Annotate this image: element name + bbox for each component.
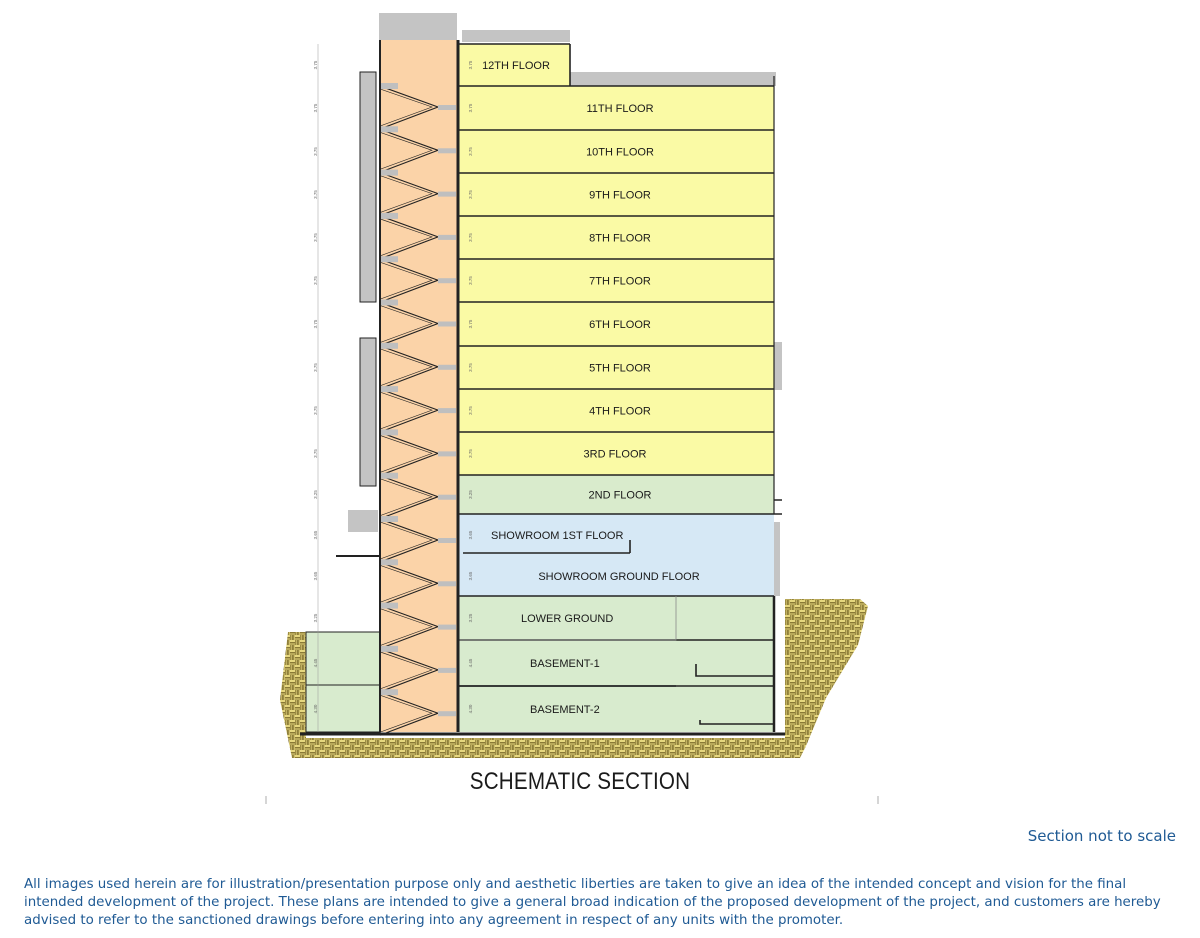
floor-height-mark: 3.65	[468, 530, 473, 539]
floor-height-mark: 3.75	[468, 60, 473, 69]
floor-band-16	[459, 686, 774, 732]
floor-height-mark: 3.75	[468, 190, 473, 199]
floor-label: LOWER GROUND	[521, 613, 613, 625]
floor-height-mark: 3.75	[468, 103, 473, 112]
balcony-fin	[774, 342, 782, 390]
floor-label: SHOWROOM GROUND FLOOR	[538, 571, 699, 583]
facade-fin-lower	[359, 337, 377, 487]
floor-label: BASEMENT-1	[530, 658, 600, 670]
floor-height-mark: 3.75	[313, 319, 318, 328]
facade-fin-upper	[359, 71, 377, 303]
floor-height-mark: 3.25	[468, 613, 473, 622]
core-roof	[379, 13, 457, 40]
floor-band-9	[459, 389, 774, 432]
floor-band-11	[459, 475, 774, 514]
annex-below-grade	[305, 631, 381, 733]
entrance-canopy	[348, 510, 378, 532]
floor-band-1	[459, 44, 570, 86]
floor-height-mark: 3.75	[468, 363, 473, 372]
showroom-glazing	[774, 522, 780, 596]
floor-band-7	[459, 302, 774, 346]
floor-height-mark: 3.65	[313, 530, 318, 539]
floor-height-mark: 3.75	[313, 233, 318, 242]
floor-label: 5TH FLOOR	[589, 363, 651, 375]
scale-note: Section not to scale	[1027, 827, 1176, 845]
floor-height-mark: 3.75	[313, 363, 318, 372]
floor-labels: 12TH FLOOR 11TH FLOOR 10TH FLOOR 9TH FLOOR 8…	[482, 60, 700, 716]
diagram-caption: SCHEMATIC SECTION	[469, 768, 691, 795]
floor-label: 3RD FLOOR	[584, 449, 647, 461]
floor-height-mark: 3.75	[313, 276, 318, 285]
floor-height-mark: 4.45	[468, 658, 473, 667]
floor-band-6	[459, 259, 774, 302]
floor-band-8	[459, 346, 774, 389]
floor-height-mark: 3.75	[313, 103, 318, 112]
floor-band-2	[459, 86, 774, 130]
floor-height-mark: 3.25	[468, 490, 473, 499]
dimension-marks: 3.75 3.75 3.75 3.75 3.75 3.75 3.75 3.75 3.75 3.75…	[265, 44, 879, 804]
schematic-section-diagram: 12TH FLOOR 11TH FLOOR 10TH FLOOR 9TH FLOOR 8…	[265, 13, 879, 804]
floor-height-mark: 3.75	[468, 233, 473, 242]
floor-height-mark: 4.45	[313, 658, 318, 667]
floor-label: 8TH FLOOR	[589, 233, 651, 245]
floor-label: 11TH FLOOR	[586, 103, 653, 115]
floor-height-mark: 3.25	[313, 490, 318, 499]
floor-height-mark: 3.75	[468, 406, 473, 415]
floor-label: 7TH FLOOR	[589, 276, 651, 288]
floor-height-mark: 3.75	[468, 147, 473, 156]
structure-lines	[300, 13, 785, 736]
floor-band-10	[459, 432, 774, 475]
floor-label: BASEMENT-2	[530, 704, 600, 716]
floor-height-mark: 3.75	[313, 406, 318, 415]
floor-label: 12TH FLOOR	[482, 60, 550, 72]
floor-band-13	[459, 556, 774, 596]
floor-height-mark: 3.75	[313, 449, 318, 458]
stair-core	[379, 40, 460, 736]
floor-band-14	[459, 596, 774, 640]
floor-band-4	[459, 173, 774, 216]
floor-height-mark: 3.75	[313, 60, 318, 69]
floor-height-mark: 3.75	[468, 449, 473, 458]
floor-label: 4TH FLOOR	[589, 406, 651, 418]
floor-height-mark: 3.25	[313, 613, 318, 622]
floor-height-mark: 3.65	[313, 571, 318, 580]
floor-label: SHOWROOM 1ST FLOOR	[491, 530, 623, 542]
floor-label: 10TH FLOOR	[586, 147, 654, 159]
roof-parapet	[462, 30, 570, 42]
floor-zones	[305, 44, 774, 733]
floor-label: 6TH FLOOR	[589, 319, 651, 331]
floor-height-mark: 4.30	[313, 704, 318, 713]
floor-height-mark: 3.75	[468, 319, 473, 328]
disclaimer-text: All images used herein are for illustrat…	[24, 877, 1161, 928]
earth-fill	[280, 599, 868, 758]
floor-height-mark: 3.75	[468, 276, 473, 285]
floor-label: 2ND FLOOR	[589, 490, 652, 502]
floor-band-12	[459, 514, 774, 556]
floor-height-mark: 3.75	[313, 147, 318, 156]
floor-band-3	[459, 130, 774, 173]
terrace-parapet	[570, 72, 776, 86]
floor-label: 9TH FLOOR	[589, 190, 651, 202]
floor-band-5	[459, 216, 774, 259]
floor-band-15	[459, 640, 774, 686]
floor-height-mark: 4.30	[468, 704, 473, 713]
floor-height-mark: 3.65	[468, 571, 473, 580]
floor-height-mark: 3.75	[313, 190, 318, 199]
